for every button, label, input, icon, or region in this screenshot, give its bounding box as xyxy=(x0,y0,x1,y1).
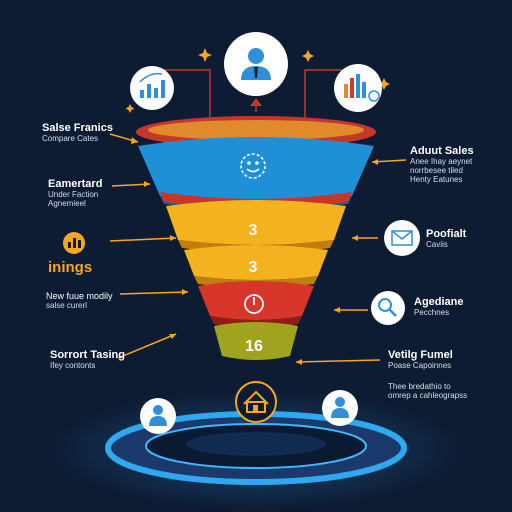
left-label-1-sub: Compare Cates xyxy=(42,134,99,143)
left-label-2-sub-1: Under Faction xyxy=(48,190,99,199)
left-label-5-sub: Ifey contonts xyxy=(50,361,96,370)
house-icon xyxy=(235,381,277,423)
right-label-1-sub-1: Anee Ihay aeynet xyxy=(410,157,473,166)
right-label-4-title: Vetilg Fumel xyxy=(388,349,453,361)
left-label-4-sub: salse curerl xyxy=(46,301,87,310)
right-label-1-sub-3: Henty Eatunes xyxy=(410,175,463,184)
right-label-1: Aduut Sales Anee Ihay aeynet norrbesee t… xyxy=(410,145,474,184)
left-label-4-title: New fuue modily xyxy=(46,291,113,301)
person-icon xyxy=(322,390,358,426)
mail-icon xyxy=(384,220,420,256)
stage-3-number: 3 xyxy=(249,222,258,239)
left-label-1-title: Salse Franics xyxy=(42,122,113,134)
funnel-stage-3 xyxy=(166,200,346,245)
left-label-2-sub-2: Agnemieel xyxy=(48,199,86,208)
left-label-5-title: Sorrort Tasing xyxy=(50,349,125,361)
left-label-2: Eamertard Under Faction Agnemieel xyxy=(48,178,102,208)
power-icon xyxy=(244,294,264,314)
right-label-5: Thee bredathio to omrep a cahleograpss xyxy=(388,382,467,400)
arrow-marker xyxy=(250,98,262,106)
right-label-3: Agediane Pecchnes xyxy=(414,296,464,317)
person-icon xyxy=(224,32,288,96)
right-label-5-sub-2: omrep a cahleograpss xyxy=(388,391,468,400)
left-label-1: Salse Franics Compare Cates xyxy=(42,122,113,143)
right-label-1-sub-2: norrbesee tiled xyxy=(410,166,463,175)
bottom-stage xyxy=(46,390,466,510)
chart-icon xyxy=(130,66,174,110)
smile-icon xyxy=(240,153,266,179)
right-label-4: Vetilg Fumel Poase Capoinnes xyxy=(388,349,453,370)
left-label-4: New fuue modily salse curerl xyxy=(46,291,113,311)
right-label-3-sub: Pecchnes xyxy=(414,308,450,317)
stage-6-number: 16 xyxy=(245,338,263,355)
left-label-2-title: Eamertard xyxy=(48,178,103,190)
left-label-3-title: inings xyxy=(48,259,93,276)
funnel-stage-4 xyxy=(184,245,328,280)
search-icon xyxy=(371,291,405,325)
right-label-4-sub: Poase Capoinnes xyxy=(388,361,452,370)
funnel-stage-5 xyxy=(198,281,314,320)
right-label-2-title: Poofialt xyxy=(426,228,467,240)
right-label-2: Poofialt Caviis xyxy=(426,228,466,249)
right-label-2-sub: Caviis xyxy=(426,240,448,249)
right-label-5-sub-1: Thee bredathio to xyxy=(388,382,451,391)
arrow-heads xyxy=(131,137,378,365)
funnel xyxy=(136,116,376,360)
funnel-stage-6 xyxy=(214,322,298,360)
bar-chart-icon xyxy=(334,64,382,112)
right-label-1-title: Aduut Sales xyxy=(410,145,474,157)
person-icon xyxy=(140,398,176,434)
sparkle-decorations xyxy=(125,48,390,113)
left-label-5: Sorrort Tasing Ifey contonts xyxy=(50,349,125,370)
bar-chart-icon xyxy=(63,232,85,254)
stage-4-number: 3 xyxy=(249,259,258,276)
right-label-3-title: Agediane xyxy=(414,296,464,308)
